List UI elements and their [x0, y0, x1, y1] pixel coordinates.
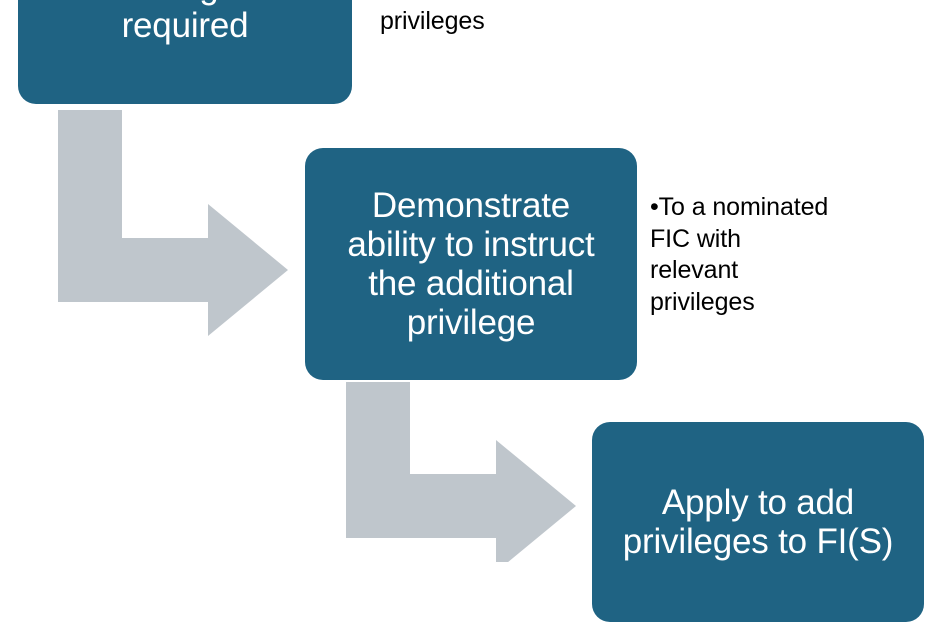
node-apply-label: Apply to add privileges to FI(S): [622, 482, 894, 561]
flow-arrow-1: [58, 110, 288, 336]
annotation-top: with relevant privileges: [380, 0, 630, 37]
node-demonstrate[interactable]: Demonstrate ability to instruct the addi…: [305, 148, 637, 380]
node-apply[interactable]: Apply to add privileges to FI(S): [592, 422, 924, 622]
diagram-canvas: training as required with relevant privi…: [18, 0, 924, 622]
node-training-label: training as required: [105, 0, 264, 45]
flow-arrow-2: [346, 382, 576, 562]
annotation-middle: •To a nominated FIC with relevant privil…: [650, 192, 910, 318]
node-training[interactable]: training as required: [18, 0, 352, 104]
annotation-middle-text: •To a nominated FIC with relevant privil…: [650, 193, 829, 316]
annotation-top-text: with relevant privileges: [380, 0, 519, 35]
node-demonstrate-label: Demonstrate ability to instruct the addi…: [347, 185, 595, 343]
